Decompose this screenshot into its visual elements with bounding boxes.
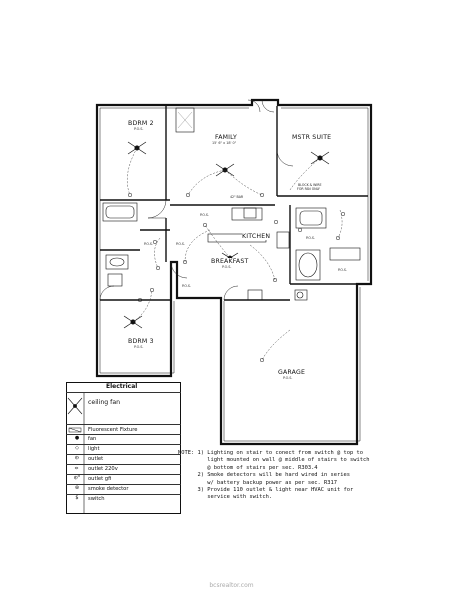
legend-divider — [66, 494, 181, 495]
light-icon: ◇ — [75, 445, 79, 451]
legend-divider — [66, 424, 181, 425]
outlet-markers — [127, 192, 346, 363]
room-label-bdrm2: BDRM 2 — [128, 120, 154, 127]
room-dim-bdrm2: P.O.S. — [134, 127, 144, 131]
block-wire-note-2: FOR FAN ONLY — [297, 187, 320, 191]
pos-label: P.O.S. — [200, 213, 209, 217]
room-label-garage: GARAGE — [278, 369, 306, 376]
legend-title: Electrical — [106, 383, 138, 390]
note-line: NOTE: 1) Lighting on stair to conect fro… — [178, 450, 363, 456]
outlet-icon: ⦶ — [75, 455, 79, 461]
pos-label: P.O.S. — [338, 268, 347, 272]
legend-label-smoke-detector: smoke detector — [88, 486, 129, 492]
note-line: 2) Smoke detectors will be hard wired in… — [178, 472, 351, 479]
outlet-220v-icon: ⦵ — [74, 465, 80, 471]
legend-divider — [66, 454, 181, 455]
room-dim-garage: P.O.S. — [283, 376, 293, 380]
electrical-notes: NOTE: 1) Lighting on stair to conect fro… — [178, 450, 418, 502]
legend-divider — [66, 484, 181, 485]
legend-divider — [66, 474, 181, 475]
outlet-gfi-icon: ⦶ᴳ — [73, 475, 81, 481]
room-label-family: FAMILY — [215, 134, 237, 141]
room-dim-family: 15' 6" x 18' 0" — [212, 141, 237, 145]
block-wire-note-1: BLOCK & WIRE — [298, 183, 322, 187]
legend-label-outlet: outlet — [88, 456, 104, 462]
room-dim-bdrm3: P.O.S. — [134, 345, 144, 349]
note-line: light mounted on wall @ middle of stairs… — [178, 457, 370, 464]
fluorescent-icon — [68, 427, 82, 433]
pos-label: P.O.S. — [176, 242, 185, 246]
room-label-breakfast: BREAKFAST — [211, 258, 249, 265]
legend-divider — [66, 444, 181, 445]
legend-label-fan: fan — [88, 436, 97, 442]
bar-label: 42" BAR — [230, 195, 244, 199]
electrical-legend: Electrical ceiling fan Fluorescent Fixtu… — [66, 382, 181, 514]
legend-label-outlet-220v: outlet 220v — [88, 466, 118, 472]
legend-label-light: light — [88, 446, 100, 452]
ceiling-fan-icon — [67, 397, 83, 415]
smoke-detector-icon: ⊛ — [74, 485, 80, 491]
legend-divider — [66, 392, 181, 393]
note-line: @ bottom of stairs per sec. R303.4 — [178, 464, 318, 471]
room-label-bdrm3: BDRM 3 — [128, 338, 154, 345]
note-line: w/ battery backup power as per sec. R317 — [178, 479, 338, 486]
pos-label: P.O.S. — [144, 242, 153, 246]
legend-divider — [66, 434, 181, 435]
legend-label-outlet-gfi: outlet gfi — [88, 476, 112, 482]
wiring-runs — [127, 147, 343, 361]
watermark-footer: bcsrealtor.com — [209, 582, 254, 589]
pos-label: P.O.S. — [182, 284, 191, 288]
interior-walls — [100, 106, 368, 301]
legend-label-ceiling-fan: ceiling fan — [88, 399, 121, 406]
room-label-kitchen: KITCHEN — [242, 233, 271, 240]
room-dim-breakfast: P.O.S. — [222, 265, 232, 269]
legend-divider — [66, 464, 181, 465]
pos-label: P.O.S. — [306, 236, 315, 240]
fan-icon: ● — [74, 435, 80, 441]
legend-label-fluorescent: Fluorescent Fixture — [88, 427, 138, 433]
legend-frame — [66, 382, 181, 514]
fixtures — [102, 202, 361, 301]
note-line: 3) Provide 110 outlet & light near HVAC … — [178, 487, 354, 494]
note-line: service with switch. — [178, 494, 273, 501]
closet — [175, 107, 195, 133]
switch-icon: $ — [75, 495, 79, 501]
legend-label-switch: switch — [88, 496, 105, 502]
room-label-mstr-suite: MSTR SUITE — [292, 134, 332, 141]
